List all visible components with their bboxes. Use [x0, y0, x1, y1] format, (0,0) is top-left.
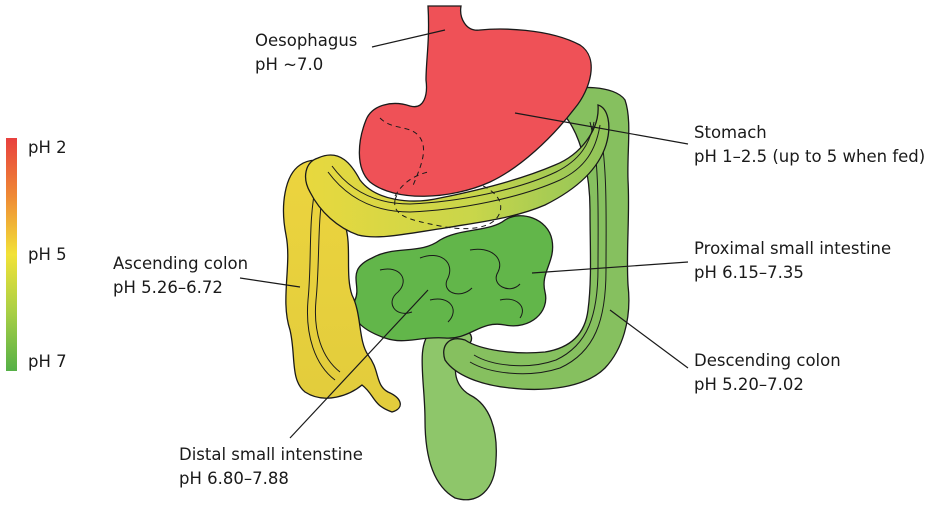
leader-stomach: [514, 112, 689, 145]
descending-colon-name: Descending colon: [694, 351, 841, 370]
leader-oesophagus: [371, 29, 446, 48]
ascending-colon-inner-line: [306, 184, 336, 381]
distal-small-intestine-name: Distal small intenstine: [179, 445, 363, 464]
oesophagus-name: Oesophagus: [255, 31, 358, 50]
transverse-colon-inner-line: [327, 124, 601, 213]
ascending-colon-inner-line-2: [314, 185, 341, 373]
ascending-colon-ph: pH 5.26–6.72: [113, 278, 223, 297]
stomach-name: Stomach: [694, 123, 767, 142]
descending-colon: [443, 86, 630, 390]
proximal-small-intestine-name: Proximal small intestine: [694, 239, 892, 258]
leader-proximal-small-intestine: [531, 261, 689, 274]
ph-scale-bar: [6, 138, 17, 371]
label-descending-colon: Descending colon pH 5.20–7.02: [694, 349, 841, 397]
label-distal-small-intestine: Distal small intenstine pH 6.80–7.88: [179, 443, 363, 491]
scale-label-ph2: pH 2: [28, 138, 67, 157]
scale-label-ph7: pH 7: [28, 352, 67, 371]
descending-colon-inner-line-2: [473, 121, 599, 367]
stomach-ph: pH 1–2.5 (up to 5 when fed): [694, 147, 926, 166]
leader-ascending-colon: [239, 277, 301, 288]
label-oesophagus: Oesophagus pH ~7.0: [255, 29, 357, 77]
label-stomach: Stomach pH 1–2.5 (up to 5 when fed): [694, 121, 925, 169]
label-proximal-small-intestine: Proximal small intestine pH 6.15–7.35: [694, 237, 891, 285]
ascending-colon-name: Ascending colon: [113, 254, 249, 273]
descending-colon-inner-line: [469, 119, 607, 375]
label-ascending-colon: Ascending colon pH 5.26–6.72: [113, 252, 248, 300]
stomach: [358, 5, 592, 197]
transverse-colon: [304, 104, 610, 238]
leader-distal-small-intestine: [289, 289, 429, 439]
transverse-colon-inner-line-2: [331, 121, 595, 205]
descending-colon-ph: pH 5.20–7.02: [694, 375, 804, 394]
small-intestine-fold-1: [379, 248, 523, 323]
oesophagus-ph: pH ~7.0: [255, 55, 324, 74]
distal-small-intestine-ph: pH 6.80–7.88: [179, 469, 289, 488]
stomach-dashed-outline: [379, 117, 429, 197]
leader-descending-colon: [609, 309, 689, 369]
proximal-small-intestine-ph: pH 6.15–7.35: [694, 263, 804, 282]
scale-label-ph5: pH 5: [28, 245, 67, 264]
